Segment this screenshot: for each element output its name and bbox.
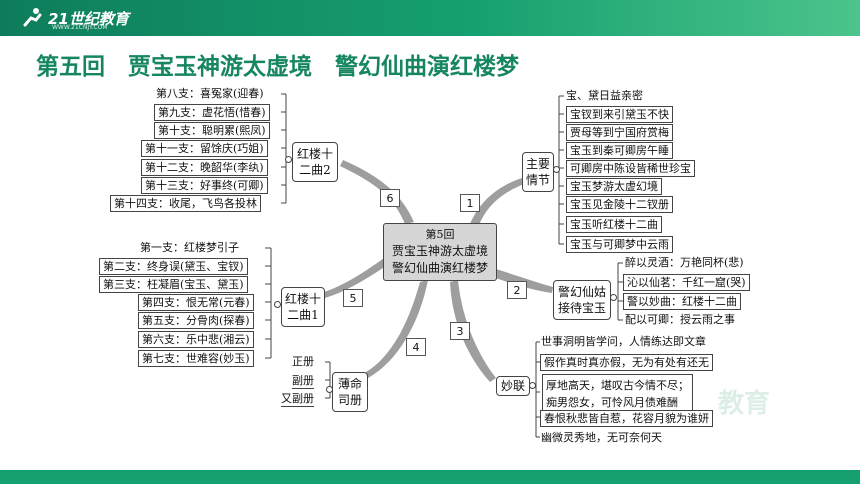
plot-item: 宝钗到来引黛玉不快 [566, 106, 673, 123]
branch-5-number: 5 [343, 289, 363, 307]
fairy-item: 配以可卿：授云雨之事 [625, 313, 735, 326]
branch-5-curve [324, 258, 386, 298]
branch-3-number: 3 [450, 322, 470, 340]
branch-1-number: 1 [460, 194, 480, 212]
branch-2-connector-dot [610, 294, 617, 301]
couplet-item: 幽微灵秀地，无可奈何天 [541, 431, 662, 444]
fairy-item: 醉以灵酒：万艳同杯(悲) [625, 256, 744, 269]
header-bar: 21世纪教育 WWW.21CNJY.COM [0, 0, 860, 36]
branch-4-label-1: 薄命 [337, 377, 362, 391]
logo-url: WWW.21CNJY.COM [52, 24, 108, 31]
plot-item: 可卿房中陈设皆稀世珍宝 [566, 160, 695, 177]
register-item: 副册 [292, 374, 314, 389]
couplet-pair: 厚地高天，堪叹古今情不尽； 痴男怨女，可怜风月债难酬 [542, 374, 693, 414]
branch-2-number: 2 [507, 281, 527, 299]
plot-item: 宝玉见金陵十二钗册 [566, 196, 673, 213]
branch-2-curve [490, 268, 553, 293]
branch-1-label-1: 主要 [525, 157, 550, 171]
song-item: 第七支：世难容(妙玉) [138, 350, 254, 367]
couplet-item: 厚地高天，堪叹古今情不尽； [546, 379, 689, 392]
plot-item: 宝、黛日益亲密 [566, 89, 643, 102]
song-item: 第十三支：好事终(可卿) [141, 177, 268, 194]
song-item: 第八支：喜冤家(迎春) [156, 87, 264, 100]
branch-2-label-1: 警幻仙姑 [557, 285, 606, 299]
branch-5-label-2: 二曲1 [287, 308, 319, 322]
song-item: 第九支：虚花悟(惜春) [154, 104, 270, 121]
branch-6-number: 6 [380, 189, 400, 207]
branch-4-connector-dot [326, 386, 333, 393]
branch-6-curve [340, 160, 414, 224]
song-item: 第二支：终身误(黛玉、宝钗) [99, 258, 248, 275]
couplet-item: 痴男怨女，可怜风月债难酬 [546, 396, 678, 409]
center-line-1: 第5回 [425, 228, 455, 241]
song-item: 第一支：红楼梦引子 [140, 241, 239, 254]
center-line-3: 警幻仙曲演红楼梦 [391, 261, 488, 275]
plot-item: 宝玉听红楼十二曲 [566, 216, 662, 233]
plot-item: 贾母等到宁国府赏梅 [566, 124, 673, 141]
branch-4-number: 4 [406, 338, 426, 356]
song-item: 第十四支：收尾，飞鸟各投林 [110, 195, 261, 212]
central-topic[interactable]: 第5回 贾宝玉神游太虚境 警幻仙曲演红楼梦 [383, 223, 497, 281]
song-item: 第五支：分骨肉(探春) [138, 312, 254, 329]
branch-3-node[interactable]: 妙联 [496, 376, 530, 396]
branch-6-label-2: 二曲2 [299, 163, 331, 177]
branch-4-label-2: 司册 [337, 393, 362, 407]
couplet-item: 假作真时真亦假，无为有处有还无 [540, 354, 713, 371]
watermark: 教育 [718, 389, 771, 419]
branch-5-connector-dot [274, 301, 281, 308]
branch-3-curve [450, 280, 496, 382]
branch-1-curve [470, 178, 524, 228]
footer-bar [0, 470, 860, 484]
page-title: 第五回 贾宝玉神游太虚境 警幻仙曲演红楼梦 [36, 53, 519, 80]
branch-5-label-1: 红楼十 [284, 292, 321, 306]
branch-4-node[interactable]: 薄命 司册 [332, 372, 368, 412]
branch-3-connector-dot [529, 382, 536, 389]
song-item: 第六支：乐中悲(湘云) [138, 331, 254, 348]
song-item: 第四支：恨无常(元春) [138, 294, 254, 311]
branch-5-node[interactable]: 红楼十 二曲1 [281, 287, 325, 327]
branch-1-node[interactable]: 主要 情节 [522, 152, 554, 192]
branch-1-connector-dot [553, 166, 560, 173]
song-item: 第十二支：晚韶华(李纨) [141, 159, 268, 176]
branch-4-curve [366, 280, 428, 378]
branch-1-label-2: 情节 [525, 173, 550, 187]
runner-logo-icon [23, 8, 42, 27]
couplet-item: 春恨秋悲皆自惹，花容月貌为谁妍 [540, 410, 713, 427]
branch-6-connector-dot [285, 156, 292, 163]
branch-6-node[interactable]: 红楼十 二曲2 [292, 142, 338, 182]
branch-2-node[interactable]: 警幻仙姑 接待宝玉 [553, 280, 611, 320]
branch-2-label-2: 接待宝玉 [557, 301, 606, 315]
logo-text: 21世纪教育 [48, 9, 129, 28]
song-item: 第十支：聪明累(熙凤) [154, 122, 270, 139]
logo[interactable]: 21世纪教育 WWW.21CNJY.COM [22, 4, 129, 32]
fairy-item: 沁以仙茗：千红一窟(哭) [623, 274, 750, 291]
branch-6-label-1: 红楼十 [296, 147, 333, 161]
register-item: 正册 [292, 355, 314, 368]
couplet-item: 世事洞明皆学问，人情练达即文章 [541, 335, 706, 348]
center-line-2: 贾宝玉神游太虚境 [391, 244, 488, 258]
plot-item: 宝玉与可卿梦中云雨 [566, 236, 673, 253]
fairy-item: 警以妙曲：红楼十二曲 [623, 293, 741, 310]
plot-item: 宝玉梦游太虚幻境 [566, 178, 662, 195]
song-item: 第三支：枉凝眉(宝玉、黛玉) [99, 276, 248, 293]
song-item: 第十一支：留馀庆(巧姐) [141, 140, 268, 157]
plot-item: 宝玉到秦可卿房午睡 [566, 142, 673, 159]
register-item: 又副册 [281, 392, 314, 407]
